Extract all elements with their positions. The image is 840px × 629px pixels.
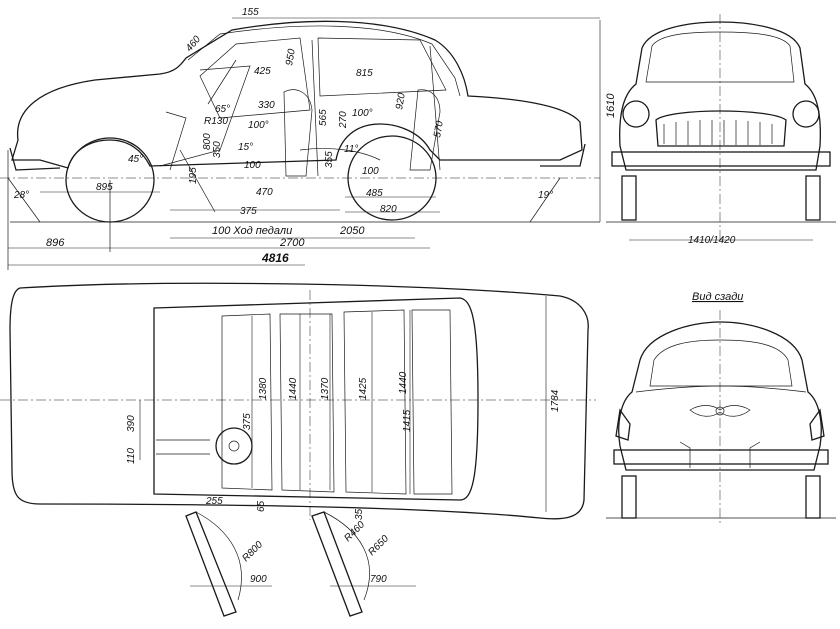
- dim-label: 100°: [248, 120, 269, 131]
- dim-label: R460: [342, 519, 367, 544]
- dim-label: 460: [184, 34, 203, 54]
- dim-label: 470: [256, 187, 273, 198]
- dim-label: 790: [370, 574, 387, 585]
- dim-label: 800: [202, 133, 213, 150]
- rear-view-title: Вид сзади: [692, 291, 743, 303]
- plan-width-label: 1784: [550, 389, 561, 412]
- dim-label: 65: [256, 500, 267, 512]
- pedal-travel-label: 100 Ход педали: [212, 225, 292, 237]
- dim-label: 65°: [215, 104, 230, 115]
- dim-label: 895: [96, 182, 113, 193]
- dim-label: 1425: [358, 377, 369, 400]
- rear-view: [606, 310, 836, 526]
- side-view: [0, 17, 601, 270]
- dim-label: 100: [244, 160, 261, 171]
- dim-label: 570: [432, 120, 446, 139]
- dim-label: 11°: [344, 144, 358, 155]
- dim-label: 100°: [352, 108, 373, 119]
- dim-label: 425: [254, 66, 271, 77]
- dim-label: 195: [188, 167, 199, 184]
- dim-label: 815: [356, 68, 373, 79]
- dim-label: 900: [250, 574, 267, 585]
- dim-label: 270: [338, 111, 349, 129]
- dim-label: 45°: [128, 154, 143, 165]
- dim-label: 255: [205, 496, 223, 507]
- dim-label: R650: [366, 533, 391, 558]
- interior-length-label: 2050: [339, 225, 365, 237]
- dim-label: 485: [366, 188, 383, 199]
- height-label: 1610: [605, 93, 617, 118]
- dim-label: 1440: [288, 377, 299, 400]
- front-track-label: 1410/1420: [688, 235, 736, 246]
- dim-label: 28°: [13, 190, 29, 201]
- dim-label: 1380: [258, 377, 269, 400]
- dim-label: 155: [242, 7, 259, 18]
- overall-length-label: 4816: [261, 251, 289, 265]
- dim-label: 950: [284, 48, 298, 67]
- dim-label: R800: [240, 539, 265, 564]
- dim-label: 375: [242, 413, 253, 430]
- front-overhang-label: 896: [46, 237, 65, 249]
- dim-label: 920: [394, 92, 408, 111]
- plan-view: [0, 282, 596, 617]
- dim-label: 565: [318, 109, 329, 126]
- side-view-dimensions: 155 460 425 950 815 65° 330 R130 100° 80…: [13, 7, 553, 217]
- dim-label: 1370: [320, 377, 331, 400]
- dim-label: 390: [126, 415, 137, 432]
- dim-label: 19°: [538, 190, 553, 201]
- dim-label: 1440: [398, 371, 409, 394]
- plan-view-dimensions: 1380 1440 1370 1425 1440 1415 390 110 37…: [126, 371, 413, 585]
- dim-label: 350: [212, 141, 223, 158]
- dim-label: 1415: [402, 409, 413, 432]
- dim-label: 15°: [238, 142, 253, 153]
- dim-label: 110: [126, 448, 137, 464]
- dim-label: 35: [354, 508, 365, 520]
- dim-label: 100: [362, 166, 379, 177]
- dim-label: 330: [258, 100, 275, 111]
- wheelbase-label: 2700: [279, 237, 305, 249]
- dim-label: 820: [380, 204, 397, 215]
- front-view: [606, 14, 836, 241]
- dim-label: 355: [324, 151, 335, 168]
- dim-label: R130: [204, 116, 228, 127]
- dim-label: 375: [240, 206, 257, 217]
